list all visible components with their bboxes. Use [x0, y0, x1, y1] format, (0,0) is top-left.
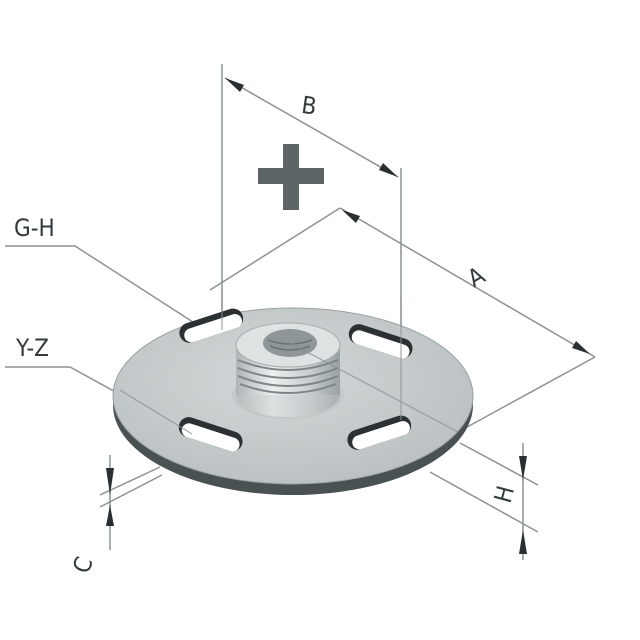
- dimension-h: [429, 442, 539, 560]
- arrow-a-start: [342, 210, 360, 223]
- label-h: H: [489, 483, 520, 506]
- callout-g-h: G-H: [14, 214, 55, 242]
- slot-holes: [178, 308, 413, 452]
- leader-g-h: [5, 245, 197, 325]
- plus-icon: [258, 144, 324, 210]
- label-b: B: [300, 91, 319, 121]
- slot-bottom-left: [178, 417, 243, 452]
- slot-top-right: [348, 324, 413, 359]
- label-c: C: [67, 553, 98, 577]
- dimension-c: [99, 455, 163, 550]
- dimension-a: [209, 207, 596, 433]
- arrow-a-end: [572, 341, 590, 354]
- arrow-b-end: [379, 163, 398, 177]
- slot-bottom-right: [347, 415, 412, 450]
- label-a: A: [463, 261, 490, 293]
- callout-y-z: Y-Z: [15, 334, 49, 362]
- threaded-boss: [232, 322, 344, 419]
- arrow-b-start: [225, 78, 244, 92]
- slot-top-left: [179, 308, 244, 343]
